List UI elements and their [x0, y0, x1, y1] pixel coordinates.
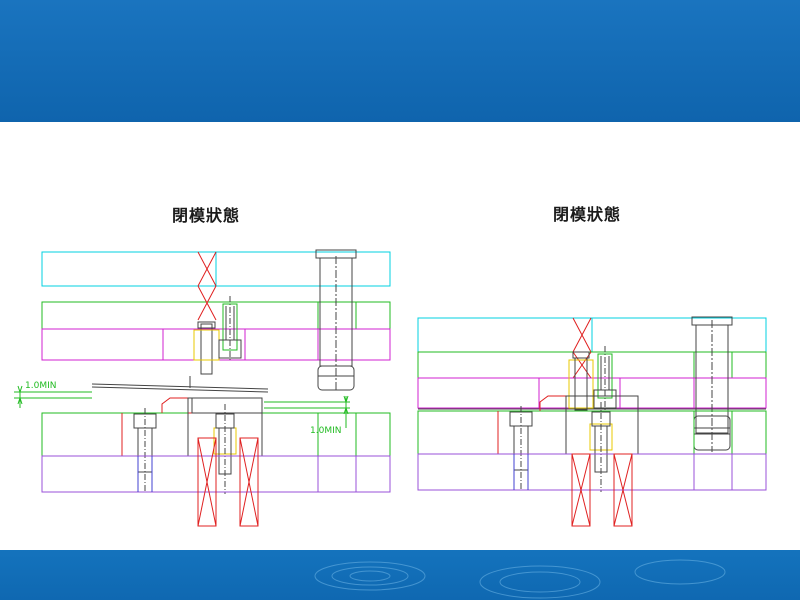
right-punch	[568, 351, 594, 411]
left-upper-bolt	[218, 296, 242, 362]
right-punch-plate	[417, 377, 767, 409]
water-ripple-decoration	[314, 559, 726, 599]
left-punch	[200, 323, 213, 375]
diagram-right-title: 閉模狀態	[553, 205, 622, 224]
diagram-right	[417, 316, 767, 527]
left-dim-upper-label: 1.0MIN	[25, 381, 56, 391]
right-stripper-plate	[417, 351, 767, 379]
right-die-bolt-a	[509, 406, 533, 490]
right-die-base	[417, 453, 767, 491]
footer-band	[0, 550, 800, 600]
left-guide-post	[315, 249, 357, 392]
header-band	[0, 0, 800, 122]
left-lower-x-blocks	[197, 437, 259, 527]
right-lower-x-blocks	[571, 453, 633, 527]
left-die-bolt-b	[213, 404, 237, 494]
diagram-left-title: 閉模狀態	[172, 206, 241, 225]
left-die-bolt-a	[133, 408, 157, 492]
diagram-left: 1.0MIN 1.0MIN	[14, 249, 391, 527]
left-punch-plate	[41, 328, 391, 361]
left-stripper-plate	[41, 301, 391, 330]
left-dim-upper	[14, 385, 92, 408]
left-strip	[91, 376, 269, 393]
right-upper-bolt	[593, 346, 617, 412]
left-die-insert	[121, 397, 193, 457]
right-die-bolt-b	[589, 402, 613, 492]
left-top-x-mark	[197, 251, 217, 287]
left-dim-lower	[264, 395, 350, 428]
left-dim-lower-label: 1.0MIN	[310, 426, 341, 436]
right-guide-post	[691, 316, 733, 452]
